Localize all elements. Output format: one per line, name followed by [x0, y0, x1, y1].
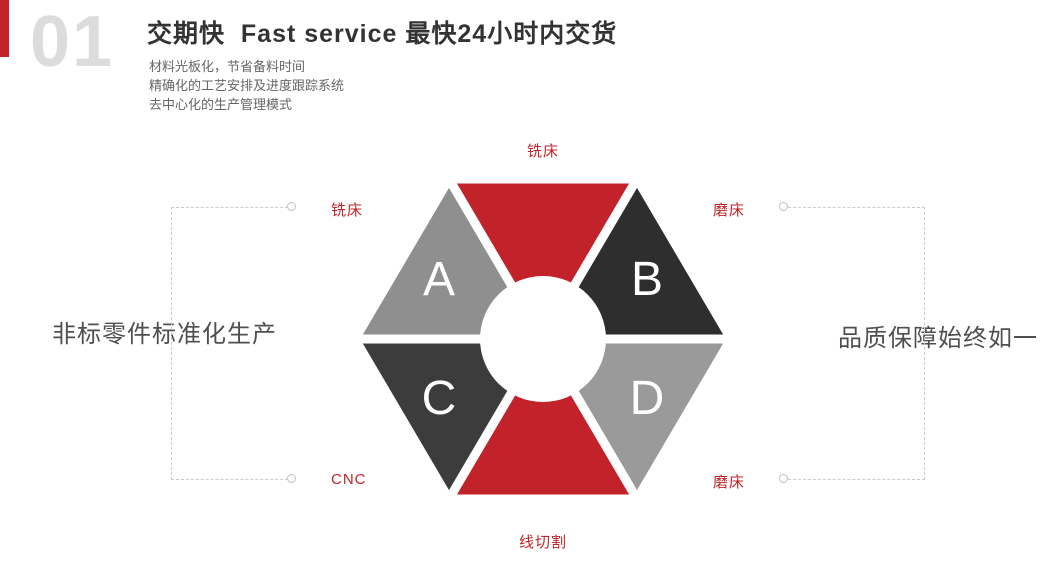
right-dashed-bracket [788, 207, 925, 480]
segment-b-letter: B [631, 253, 663, 306]
bullet-line: 材料光板化，节省备料时间 [149, 59, 306, 74]
segment-c-letter: C [422, 372, 457, 425]
page-title: 交期快 Fast service 最快24小时内交货 [147, 20, 618, 48]
segment-label-top: 铣床 [526, 143, 559, 160]
hexagon-diagram: A B C D [353, 177, 733, 501]
bullet-list: 材料光板化，节省备料时间 精确化的工艺安排及进度跟踪系统 去中心化的生产管理模式 [149, 57, 344, 114]
right-caption: 品质保障始终如一 [838, 325, 1038, 352]
segment-label-lower-left: CNC [331, 471, 367, 488]
hexagon-center-circle [480, 276, 606, 402]
segment-d-letter: D [630, 372, 665, 425]
left-caption: 非标零件标准化生产 [52, 321, 277, 348]
connector-dot [779, 474, 788, 483]
connector-dot [779, 202, 788, 211]
segment-label-upper-right: 磨床 [713, 202, 746, 219]
segment-label-bottom: 线切割 [518, 534, 567, 551]
segment-label-upper-left: 铣床 [331, 202, 364, 219]
segment-label-lower-right: 磨床 [713, 474, 746, 491]
bullet-line: 去中心化的生产管理模式 [149, 97, 293, 112]
connector-dot [287, 202, 296, 211]
segment-a-letter: A [423, 253, 455, 306]
bullet-line: 精确化的工艺安排及进度跟踪系统 [149, 78, 345, 93]
section-number: 01 [30, 2, 115, 82]
corner-accent-bar [0, 0, 9, 57]
connector-dot [287, 474, 296, 483]
left-dashed-bracket [171, 207, 288, 480]
